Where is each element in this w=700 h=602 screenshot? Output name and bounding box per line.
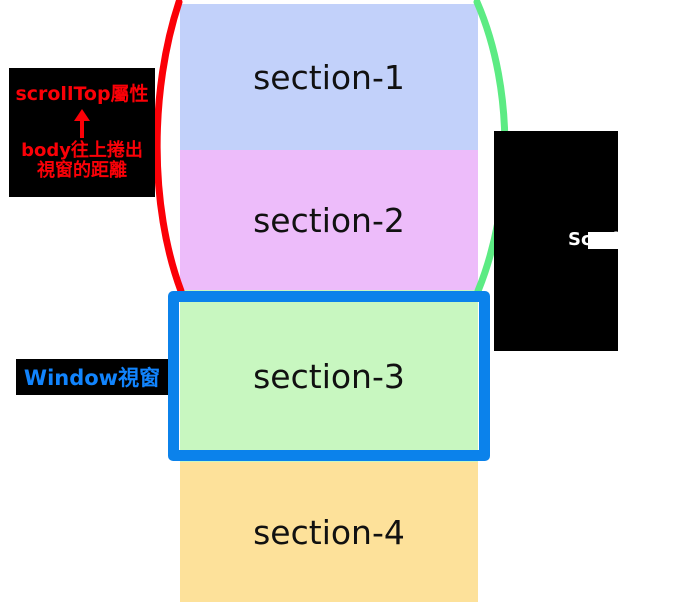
scrolltop-callout-line2: body往上捲出	[21, 139, 143, 161]
section-2-block: section-2	[180, 150, 478, 290]
scrolltop-callout-line3: 視窗的距離	[37, 160, 127, 182]
section-1-block: section-1	[180, 4, 478, 150]
section-1-label: section-1	[253, 57, 405, 97]
section-3-label: section-3	[253, 356, 405, 396]
window-callout: Window視窗	[16, 359, 168, 395]
section-4-block: section-4	[180, 462, 478, 602]
red-brace-arc	[153, 0, 185, 295]
window-callout-label: Window視窗	[23, 366, 161, 390]
scrolltop-callout-line1: scrollTop屬性	[15, 82, 149, 105]
arrow-up-icon	[74, 108, 90, 138]
scrolltop-callout: scrollTop屬性 body往上捲出 視窗的距離	[9, 68, 155, 197]
label-occluder-bar	[588, 232, 658, 249]
section-2-label: section-2	[253, 200, 405, 240]
section-4-label: section-4	[253, 512, 405, 552]
section-3-block: section-3	[180, 290, 478, 462]
